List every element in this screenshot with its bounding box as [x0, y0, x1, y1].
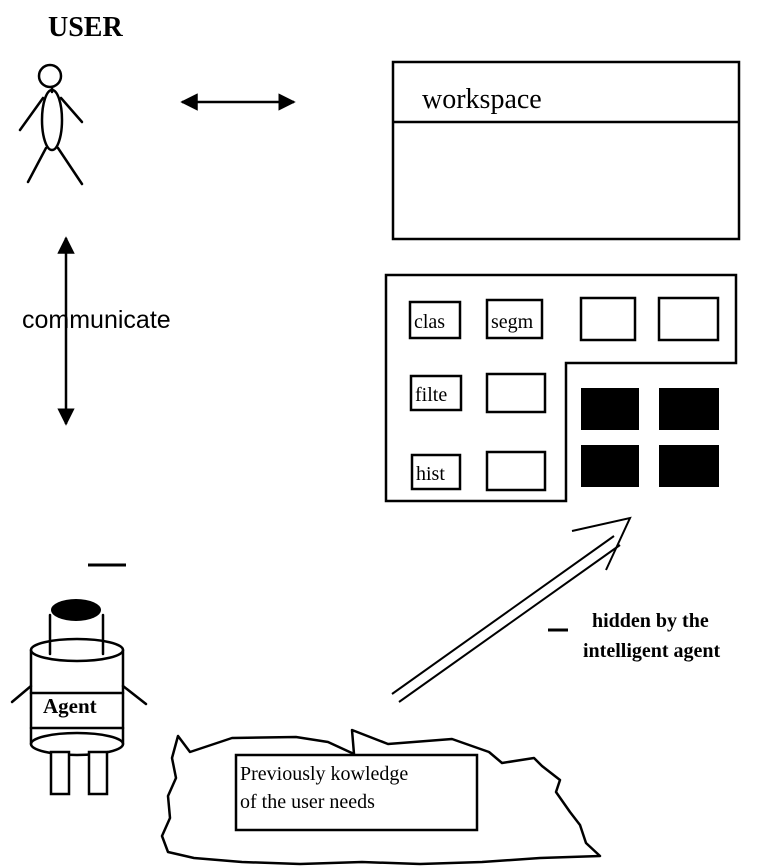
svg-text:hist: hist — [416, 463, 445, 485]
hidden-tool — [659, 445, 719, 487]
svg-text:clas: clas — [414, 311, 445, 333]
knowledge-line2: of the user needs — [240, 791, 375, 813]
knowledge-line1: Previously kowledge — [240, 763, 408, 785]
tool-button-empty[interactable] — [657, 296, 720, 342]
tool-button-empty[interactable] — [579, 296, 637, 342]
tool-button-filte[interactable]: filte — [409, 374, 463, 412]
workspace-label: workspace — [422, 84, 542, 115]
communicate-label: communicate — [22, 306, 171, 334]
tool-button-empty[interactable] — [485, 450, 547, 492]
tool-button-hist[interactable]: hist — [410, 453, 462, 491]
tool-button-empty[interactable] — [485, 372, 547, 414]
hidden-tool — [581, 445, 639, 487]
hidden-tools-arrow — [391, 516, 632, 703]
agent-robot-icon — [10, 599, 148, 796]
hidden-tool — [659, 388, 719, 430]
knowledge-box: Previously kowledge of the user needs — [234, 753, 479, 832]
user-title: USER — [48, 12, 123, 43]
svg-text:filte: filte — [415, 384, 447, 406]
tool-palette: clas segm filte hist — [384, 273, 738, 503]
hidden-note-line2: intelligent agent — [583, 640, 721, 662]
hidden-tool — [581, 388, 639, 430]
hidden-note-line1: hidden by the — [592, 610, 709, 632]
tool-button-clas[interactable]: clas — [408, 300, 462, 340]
agent-label: Agent — [43, 694, 97, 718]
tool-button-segm[interactable]: segm — [485, 298, 544, 340]
svg-text:segm: segm — [491, 311, 534, 333]
workspace-window: workspace — [391, 60, 741, 241]
user-stick-figure-icon — [18, 63, 84, 186]
